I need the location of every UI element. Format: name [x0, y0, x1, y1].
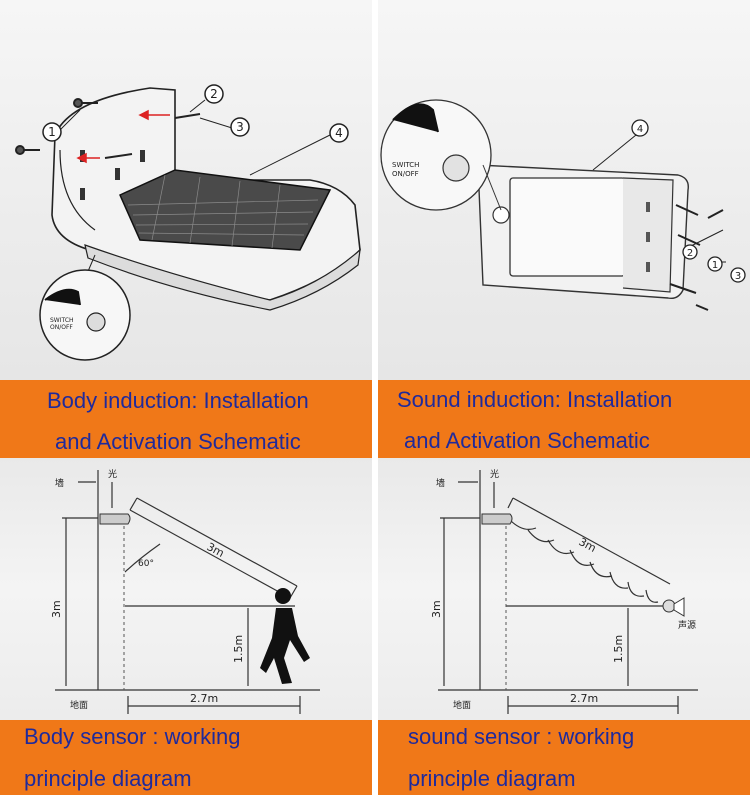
angle-label: 60° — [138, 559, 154, 569]
light-label: 光 — [108, 468, 117, 480]
switch-label-line1: SWITCH — [50, 317, 74, 324]
ground-distance-label: 2.7m — [190, 692, 218, 705]
banner-body-install-line2: and Activation Schematic — [55, 429, 301, 454]
banner-body-sensor-line1: Body sensor : working — [24, 724, 241, 749]
callout-1: 1 — [48, 125, 56, 139]
switch-label-right-line1: SWITCH — [392, 161, 419, 169]
light-label-sound: 光 — [490, 468, 499, 480]
body-sensor-schematic: 墙 光 地面 60° 3m 3m 1.5m 2.7m — [50, 468, 320, 714]
banner-sound-install-line1: Sound induction: Installation — [397, 387, 673, 412]
callout-4-right: 4 — [637, 124, 643, 135]
ground-label: 地面 — [70, 699, 88, 711]
banner-body-install-line1: Body induction: Installation — [47, 388, 309, 413]
callout-4: 4 — [335, 126, 343, 140]
sound-source-icon — [662, 597, 685, 617]
banner-body-sensor-line2: principle diagram — [24, 766, 192, 791]
banner-sound-sensor-line1: sound sensor : working — [408, 724, 635, 749]
callout-3-right: 3 — [735, 271, 741, 282]
banner-body-sensor: Body sensor : working principle diagram — [0, 720, 372, 795]
sound-sensor-schematic: 墙 光 地面 声源 3m 3m 1.5m 2.7m — [430, 468, 698, 714]
banner-body-install: Body induction: Installation and Activat… — [0, 380, 372, 458]
banner-sound-install: Sound induction: Installation and Activa… — [378, 380, 750, 458]
banner-sound-install-line2: and Activation Schematic — [404, 428, 650, 453]
switch-label-line2: ON/OFF — [50, 324, 73, 331]
callout-2-right: 2 — [687, 248, 693, 259]
callout-2: 2 — [210, 87, 218, 101]
body-sensor-diagram: 墙 光 地面 60° 3m 3m 1.5m 2.7m — [0, 458, 372, 720]
callout-1-right: 1 — [712, 260, 718, 271]
person-height-label-sound: 1.5m — [612, 635, 625, 663]
ground-distance-label-sound: 2.7m — [570, 692, 598, 705]
diagonal-distance-label-sound: 3m — [577, 535, 599, 555]
installation-photo-right: 4 2 1 3 SWITCH ON/OFF — [378, 0, 750, 380]
person-height-label: 1.5m — [232, 635, 245, 663]
banner-sound-sensor-line2: principle diagram — [408, 766, 576, 791]
banner-sound-sensor: sound sensor : working principle diagram — [378, 720, 750, 795]
wall-label-sound: 墙 — [436, 477, 445, 489]
switch-label-right-line2: ON/OFF — [392, 170, 419, 178]
height-label-sound: 3m — [430, 600, 443, 618]
solar-light-drawing-right: 4 2 1 3 SWITCH ON/OFF — [380, 99, 746, 311]
sound-sensor-diagram: 墙 光 地面 声源 3m 3m 1.5m 2.7m — [378, 458, 750, 720]
sound-source-label: 声源 — [678, 619, 696, 631]
ground-label-sound: 地面 — [453, 699, 471, 711]
height-label: 3m — [50, 600, 63, 618]
wall-label: 墙 — [55, 477, 64, 489]
installation-photo-left: 1 2 3 4 SWITCH ON/OFF — [0, 0, 372, 380]
solar-light-drawing-left: 1 2 3 4 SWITCH ON/OFF — [15, 84, 361, 361]
diagonal-distance-label: 3m — [205, 540, 227, 560]
callout-3: 3 — [236, 120, 244, 134]
